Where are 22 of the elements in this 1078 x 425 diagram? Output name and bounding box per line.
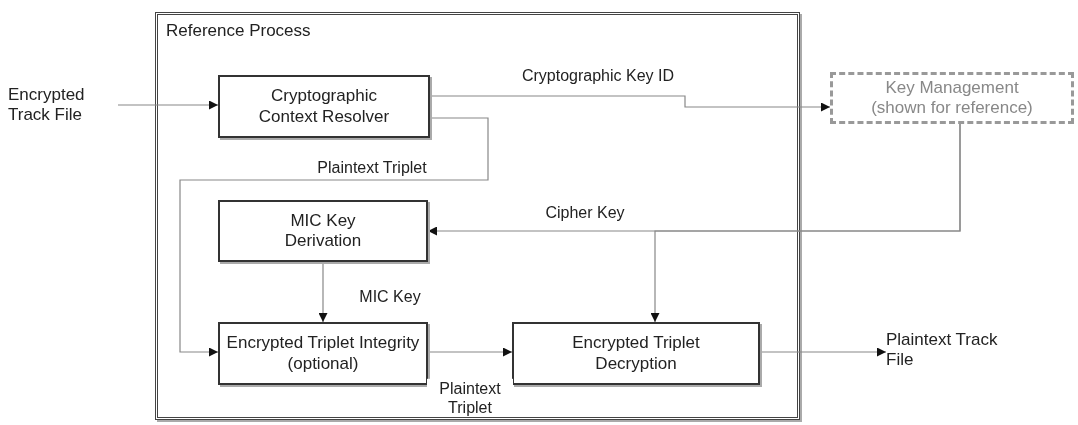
process-box [218, 200, 428, 262]
process-box [512, 322, 760, 385]
process-box [218, 75, 430, 138]
box-label: MIC Key Derivation [284, 210, 362, 250]
process-box [218, 322, 428, 385]
arrow [179, 117, 489, 357]
arrow [318, 261, 328, 323]
io-label: Plaintext Track File [886, 329, 999, 371]
arrow [427, 347, 513, 357]
arrow [759, 347, 887, 357]
arrow [650, 123, 961, 323]
box-label: Cryptographic Context Resolver [258, 86, 390, 126]
arrow [429, 95, 831, 112]
arrow [117, 100, 219, 110]
box-label: Reference Process [166, 21, 311, 40]
external-box [830, 72, 1074, 124]
group-frame [155, 12, 800, 420]
io-label: Encrypted Track File [8, 84, 86, 126]
box-label: Encrypted Triplet Integrity (optional) [226, 333, 420, 373]
box-label: Encrypted Triplet Decryption [572, 333, 700, 373]
edge-label: Plaintext Triplet [427, 378, 513, 418]
box-label: Key Management (shown for reference) [871, 77, 1033, 117]
